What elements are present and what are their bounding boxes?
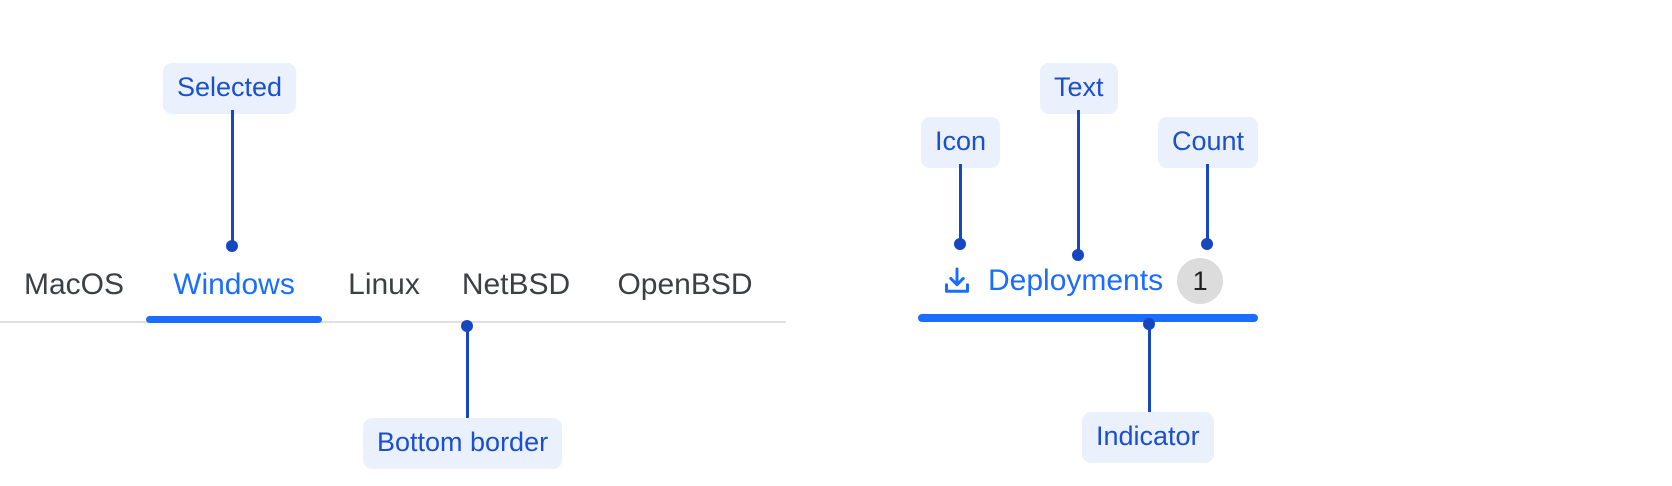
tab-netbsd[interactable]: NetBSD [448, 248, 584, 321]
tab-label: MacOS [23, 267, 125, 301]
download-icon [945, 267, 969, 293]
annotation-indicator-connector [1148, 326, 1151, 412]
annotation-selected-dot [226, 240, 238, 252]
deployments-count-badge: 1 [1177, 258, 1224, 304]
tab-label: Windows [173, 267, 295, 301]
annotation-indicator-label: Indicator [1082, 412, 1214, 463]
tab-linux[interactable]: Linux [336, 248, 432, 321]
annotation-text-connector [1077, 110, 1080, 252]
tab-deployments[interactable]: Deployments 1 [918, 248, 1258, 323]
tab-deployments-content: Deployments 1 [940, 248, 1224, 314]
annotation-indicator-dot [1143, 318, 1155, 330]
tab-bar-os: MacOS Windows Linux NetBSD OpenBSD [0, 248, 786, 323]
tab-selected-indicator [146, 316, 322, 323]
annotation-icon-connector [959, 164, 962, 242]
annotation-selected-connector [231, 110, 234, 248]
tab-openbsd[interactable]: OpenBSD [600, 248, 770, 321]
annotation-icon-label: Icon [921, 117, 1001, 168]
annotation-icon-dot [954, 238, 966, 250]
annotation-count-dot [1201, 238, 1213, 250]
annotation-bottom-border-dot [461, 320, 473, 332]
annotation-count-label: Count [1158, 117, 1259, 168]
annotation-text-label: Text [1040, 63, 1118, 114]
annotation-selected-label: Selected [163, 63, 297, 114]
annotation-bottom-border-connector [466, 328, 469, 418]
annotation-count-connector [1206, 164, 1209, 242]
annotation-text-dot [1072, 249, 1084, 261]
annotation-bottom-border-label: Bottom border [363, 418, 563, 469]
tab-label: NetBSD [461, 267, 571, 301]
tab-macos[interactable]: MacOS [16, 248, 132, 321]
tab-label: OpenBSD [617, 267, 753, 301]
tab-windows[interactable]: Windows [146, 248, 322, 321]
tab-deployments-indicator [918, 314, 1258, 322]
tab-label: Linux [348, 267, 420, 301]
tab-deployments-label: Deployments [988, 264, 1164, 297]
tabstrip-bottom-border [0, 321, 786, 323]
